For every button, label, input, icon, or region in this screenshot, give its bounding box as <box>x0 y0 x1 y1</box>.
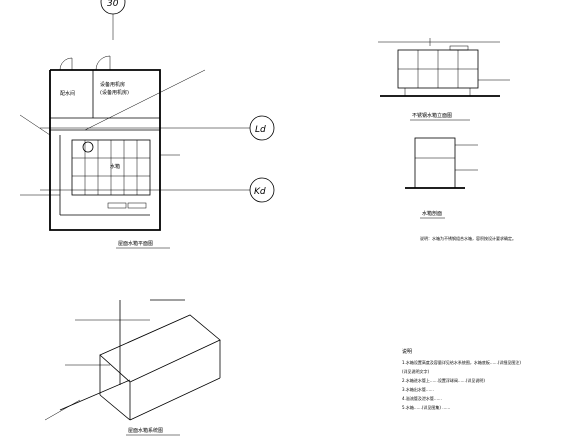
section-note: 说明：水箱为不锈钢组合水箱，容积按设计要求确定。 <box>420 235 516 241</box>
notes-line-5: 4.溢流管及泄水管…… <box>402 395 442 401</box>
plan-outline <box>49 69 161 231</box>
room-label-left: 配水间 <box>60 90 75 97</box>
axis-bubble-k <box>249 177 275 203</box>
tank-label: 水箱 <box>110 163 120 170</box>
notes-line-1: 1.水箱设置高度及容量详见给水系统图，水箱底板……(详细见图注) <box>402 359 521 365</box>
section-title: 水箱剖面 <box>422 210 442 217</box>
room-label-right-2: (设备用机房) <box>100 89 129 96</box>
tank-iso-top <box>99 314 221 383</box>
tank-section <box>414 137 456 189</box>
room-label-right-1: 设备用机房 <box>100 81 125 88</box>
notes-line-4: 3.水箱出水管…… <box>402 386 434 392</box>
plan-view: 30 配水间 设备用机房 (设备用机房) 水箱 Ld Kd <box>19 0 275 249</box>
iso-title: 屋面水箱系统图 <box>128 427 163 434</box>
isometric-view: 屋面水箱系统图 <box>44 299 221 436</box>
notes-line-2: (详见说明文字) <box>402 368 430 374</box>
axis-label-top: 30 <box>107 0 119 9</box>
elevation-title: 不锈钢水箱立面图 <box>412 112 452 119</box>
notes-line-6: 5.水箱……(详见图集) …… <box>402 404 450 410</box>
notes-block: 说明 1.水箱设置高度及容量详见给水系统图，水箱底板……(详细见图注) (详见说… <box>402 348 521 410</box>
notes-heading: 说明 <box>402 348 412 355</box>
axis-bubble-l <box>249 115 275 141</box>
axis-label-l: Ld <box>255 125 266 135</box>
plan-title: 屋面水箱平面图 <box>118 240 153 247</box>
elevation-view: 不锈钢水箱立面图 水箱剖面 说明：水箱为不锈钢组合水箱，容积按设计要求确定。 <box>378 38 516 241</box>
notes-line-3: 2.水箱进水管上……设置浮球阀……(详见说明) <box>402 377 485 383</box>
axis-label-k: Kd <box>254 187 266 197</box>
